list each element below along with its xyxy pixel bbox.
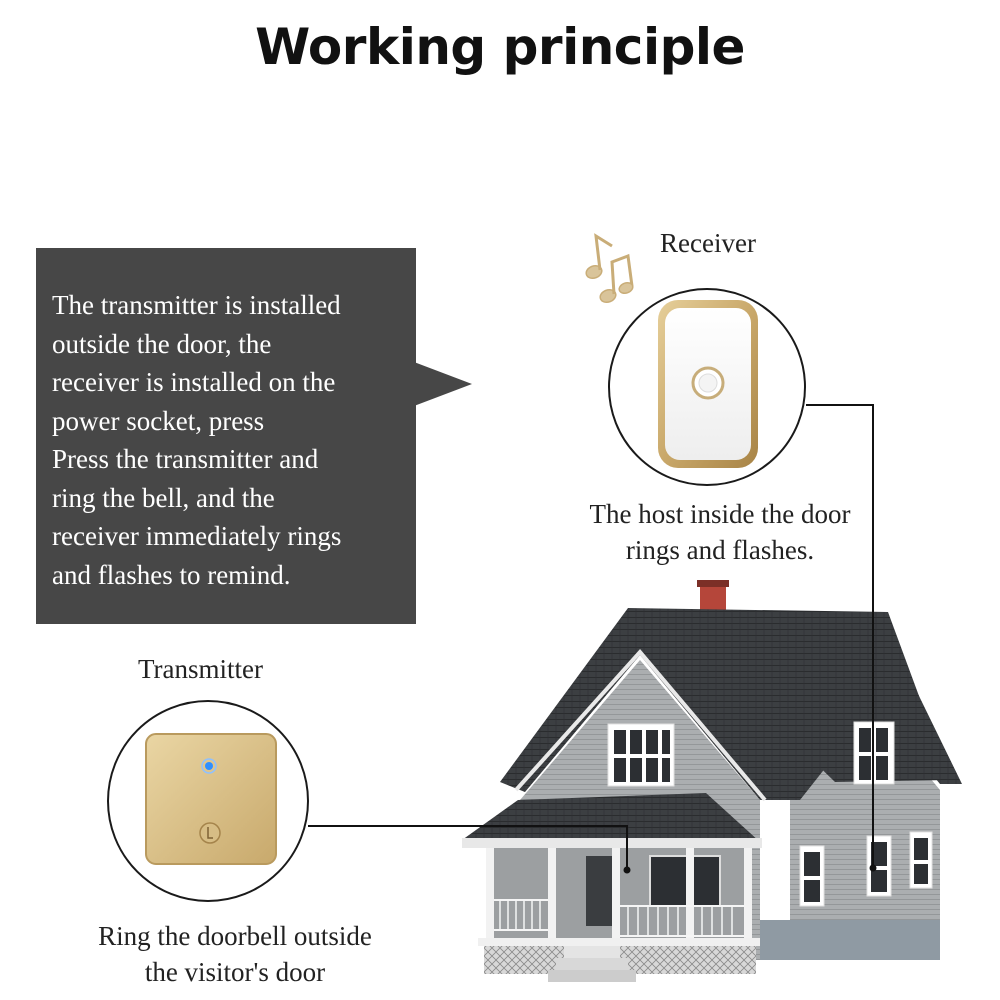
receiver-caption-line: The host inside the door [589,499,851,529]
description-line: ring the bell, and the [52,482,275,513]
receiver-caption: The host inside the door rings and flash… [540,496,900,568]
receiver-device [658,300,758,468]
description-box [36,248,416,624]
receiver-caption-line: rings and flashes. [625,535,815,565]
transmitter-caption-line: the visitor's door [144,957,326,987]
description-box-pointer [414,362,472,406]
description-line: outside the door, the [52,328,272,359]
receiver-label: Receiver [660,228,756,258]
description-line: and flashes to remind. [52,559,291,590]
transmitter-label: Transmitter [138,654,264,684]
page-title: Working principle [255,18,745,76]
transmitter-caption: Ring the doorbell outside the visitor's … [50,918,420,990]
connector-lines [308,404,874,870]
description-line: The transmitter is installed [52,290,341,320]
description-line: power socket, press [52,405,265,436]
description-text: The transmitter is installed outside the… [52,286,408,594]
transmitter-button [145,733,277,865]
house [462,580,962,982]
description-line: Press the transmitter and [52,444,319,474]
transmitter-caption-line: Ring the doorbell outside [98,921,372,951]
description-line: receiver is installed on the [52,367,336,397]
description-line: receiver immediately rings [52,521,342,551]
music-notes-icon [585,233,634,304]
